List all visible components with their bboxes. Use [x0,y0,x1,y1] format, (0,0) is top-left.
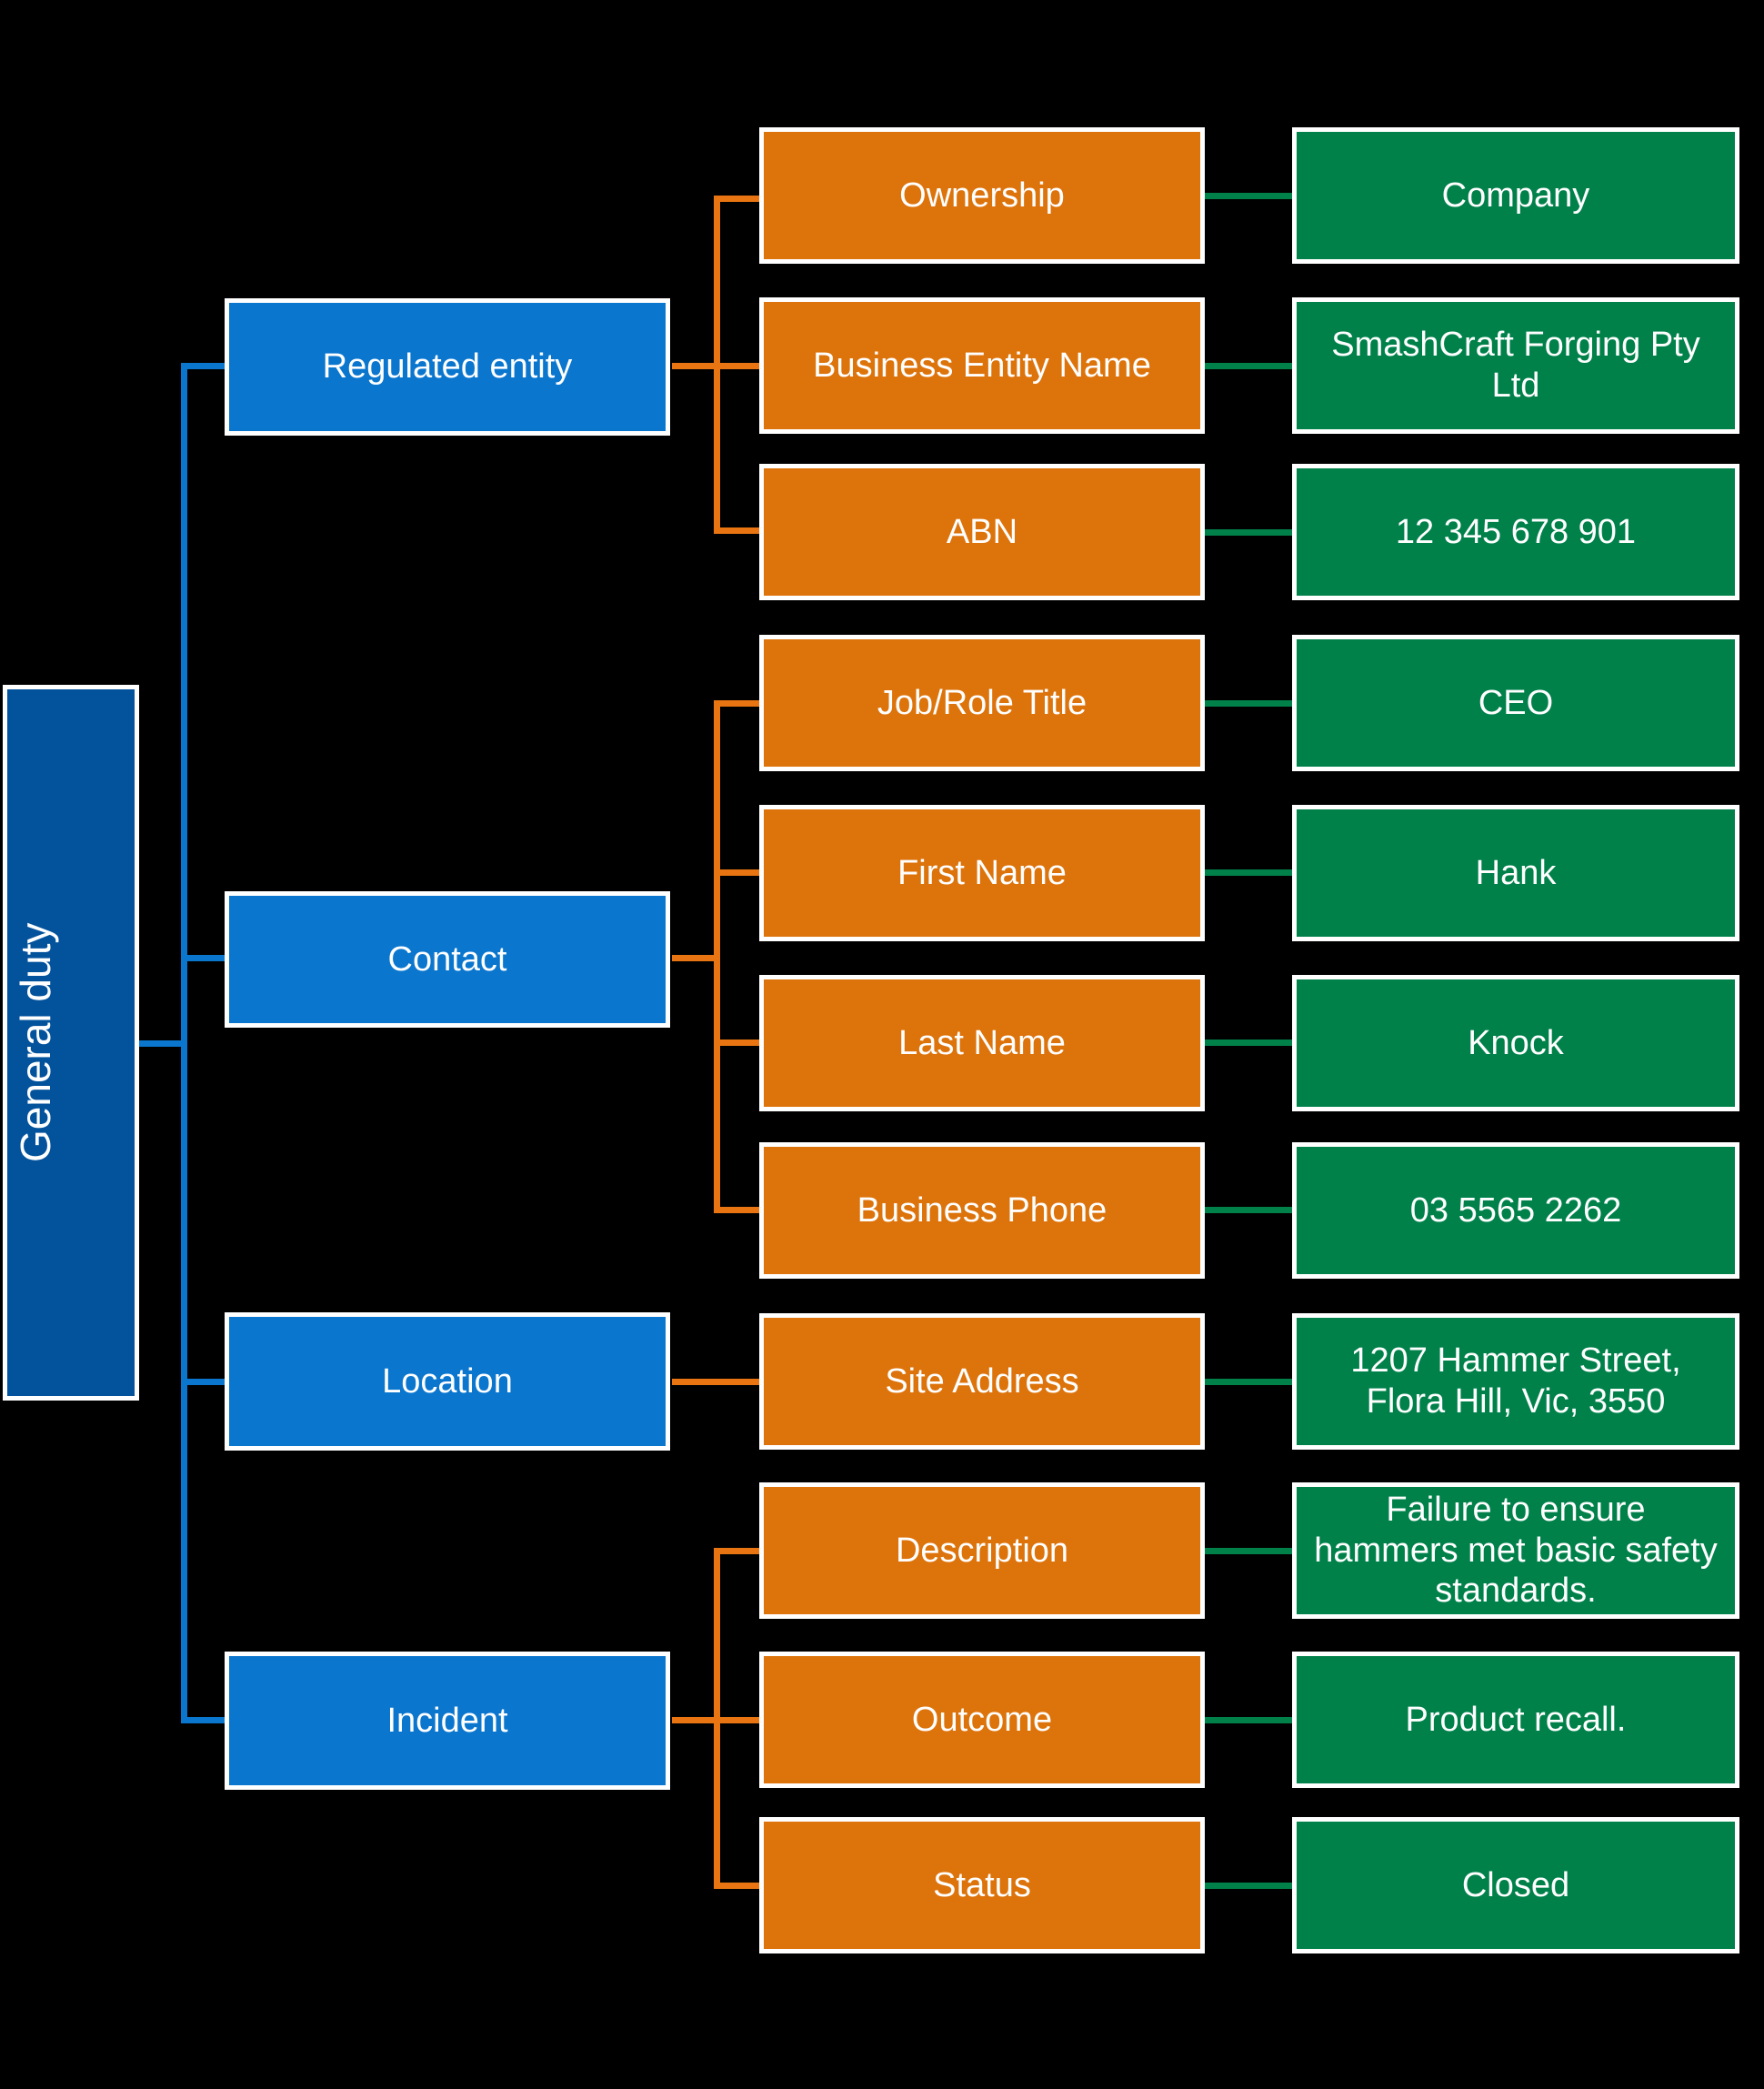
connector-orange-to-abn [714,527,762,534]
category-label-regulated-entity: Regulated entity [322,347,573,387]
value-node-business-entity-name[interactable]: SmashCraft Forging Pty Ltd [1292,297,1739,434]
connector-orange-stub-contact [672,955,717,961]
field-node-business-entity-name[interactable]: Business Entity Name [759,297,1205,434]
field-node-description[interactable]: Description [759,1482,1205,1619]
field-node-first-name[interactable]: First Name [759,805,1205,941]
value-node-business-phone[interactable]: 03 5565 2262 [1292,1142,1739,1279]
field-node-site-address[interactable]: Site Address [759,1313,1205,1450]
field-label-status: Status [933,1865,1031,1904]
connector-blue-to-incident [181,1717,230,1723]
value-label-first-name: Hank [1475,853,1557,892]
value-label-description: Failure to ensure hammers met basic safe… [1314,1490,1718,1611]
field-label-business-phone: Business Phone [857,1190,1108,1230]
field-node-status[interactable]: Status [759,1817,1205,1953]
value-label-business-phone: 03 5565 2262 [1409,1190,1622,1230]
value-node-outcome[interactable]: Product recall. [1292,1652,1739,1788]
root-node-general-duty[interactable]: General duty [3,685,139,1401]
connector-green-ownership [1202,193,1295,199]
connector-blue-to-location [181,1379,230,1385]
connector-green-site-address [1202,1379,1295,1385]
value-label-abn: 12 345 678 901 [1395,512,1637,551]
connector-green-description [1202,1548,1295,1554]
value-node-abn[interactable]: 12 345 678 901 [1292,464,1739,600]
field-label-description: Description [895,1531,1069,1570]
connector-green-first-name [1202,869,1295,876]
connector-green-last-name [1202,1039,1295,1046]
connector-green-abn [1202,529,1295,536]
connector-orange-to-last-name [714,1039,762,1046]
field-label-abn: ABN [946,512,1018,551]
connector-orange-to-first-name [714,869,762,876]
connector-orange-to-status [714,1883,762,1889]
category-label-location: Location [382,1361,513,1401]
root-label: General duty [12,922,59,1163]
connector-orange-to-description [714,1548,762,1554]
value-node-ownership[interactable]: Company [1292,127,1739,264]
value-node-last-name[interactable]: Knock [1292,975,1739,1111]
field-label-ownership: Ownership [899,176,1065,215]
value-label-ownership: Company [1441,176,1590,215]
field-node-last-name[interactable]: Last Name [759,975,1205,1111]
category-label-contact: Contact [387,939,507,979]
field-label-outcome: Outcome [911,1700,1053,1739]
category-node-location[interactable]: Location [225,1312,670,1451]
value-node-job-role-title[interactable]: CEO [1292,635,1739,771]
connector-green-job-role-title [1202,700,1295,707]
field-label-site-address: Site Address [885,1361,1079,1401]
connector-green-business-entity-name [1202,363,1295,369]
value-node-first-name[interactable]: Hank [1292,805,1739,941]
category-node-regulated-entity[interactable]: Regulated entity [225,298,670,436]
connector-orange-to-outcome [714,1717,762,1723]
value-node-description[interactable]: Failure to ensure hammers met basic safe… [1292,1482,1739,1619]
connector-blue-to-regulated-entity [181,363,230,369]
field-node-outcome[interactable]: Outcome [759,1652,1205,1788]
connector-root-stub [138,1040,187,1047]
connector-orange-to-job-role-title [714,700,762,707]
connector-orange-to-ownership [714,196,762,202]
value-node-site-address[interactable]: 1207 Hammer Street, Flora Hill, Vic, 355… [1292,1313,1739,1450]
connector-blue-spine [181,366,187,1721]
connector-orange-to-site-address [672,1379,762,1385]
connector-green-business-phone [1202,1207,1295,1213]
connector-blue-to-contact [181,955,230,961]
connector-orange-to-business-entity-name [714,363,762,369]
field-label-first-name: First Name [897,853,1067,892]
field-node-abn[interactable]: ABN [759,464,1205,600]
field-label-business-entity-name: Business Entity Name [813,346,1151,385]
field-label-last-name: Last Name [898,1023,1066,1062]
connector-orange-to-business-phone [714,1207,762,1213]
connector-orange-stub-regulated-entity [672,363,717,369]
field-node-business-phone[interactable]: Business Phone [759,1142,1205,1279]
category-label-incident: Incident [386,1701,508,1740]
connector-orange-spine-contact [714,700,720,1213]
category-node-incident[interactable]: Incident [225,1652,670,1790]
connector-orange-stub-incident [672,1717,717,1723]
category-node-contact[interactable]: Contact [225,891,670,1028]
field-label-job-role-title: Job/Role Title [877,683,1087,722]
value-label-business-entity-name: SmashCraft Forging Pty Ltd [1331,326,1700,405]
value-label-status: Closed [1461,1865,1570,1904]
value-node-status[interactable]: Closed [1292,1817,1739,1953]
connector-green-outcome [1202,1717,1295,1723]
value-label-last-name: Knock [1468,1023,1564,1062]
value-label-job-role-title: CEO [1478,683,1554,722]
field-node-ownership[interactable]: Ownership [759,127,1205,264]
value-label-site-address: 1207 Hammer Street, Flora Hill, Vic, 355… [1350,1341,1681,1421]
field-node-job-role-title[interactable]: Job/Role Title [759,635,1205,771]
connector-green-status [1202,1883,1295,1889]
value-label-outcome: Product recall. [1405,1700,1627,1739]
